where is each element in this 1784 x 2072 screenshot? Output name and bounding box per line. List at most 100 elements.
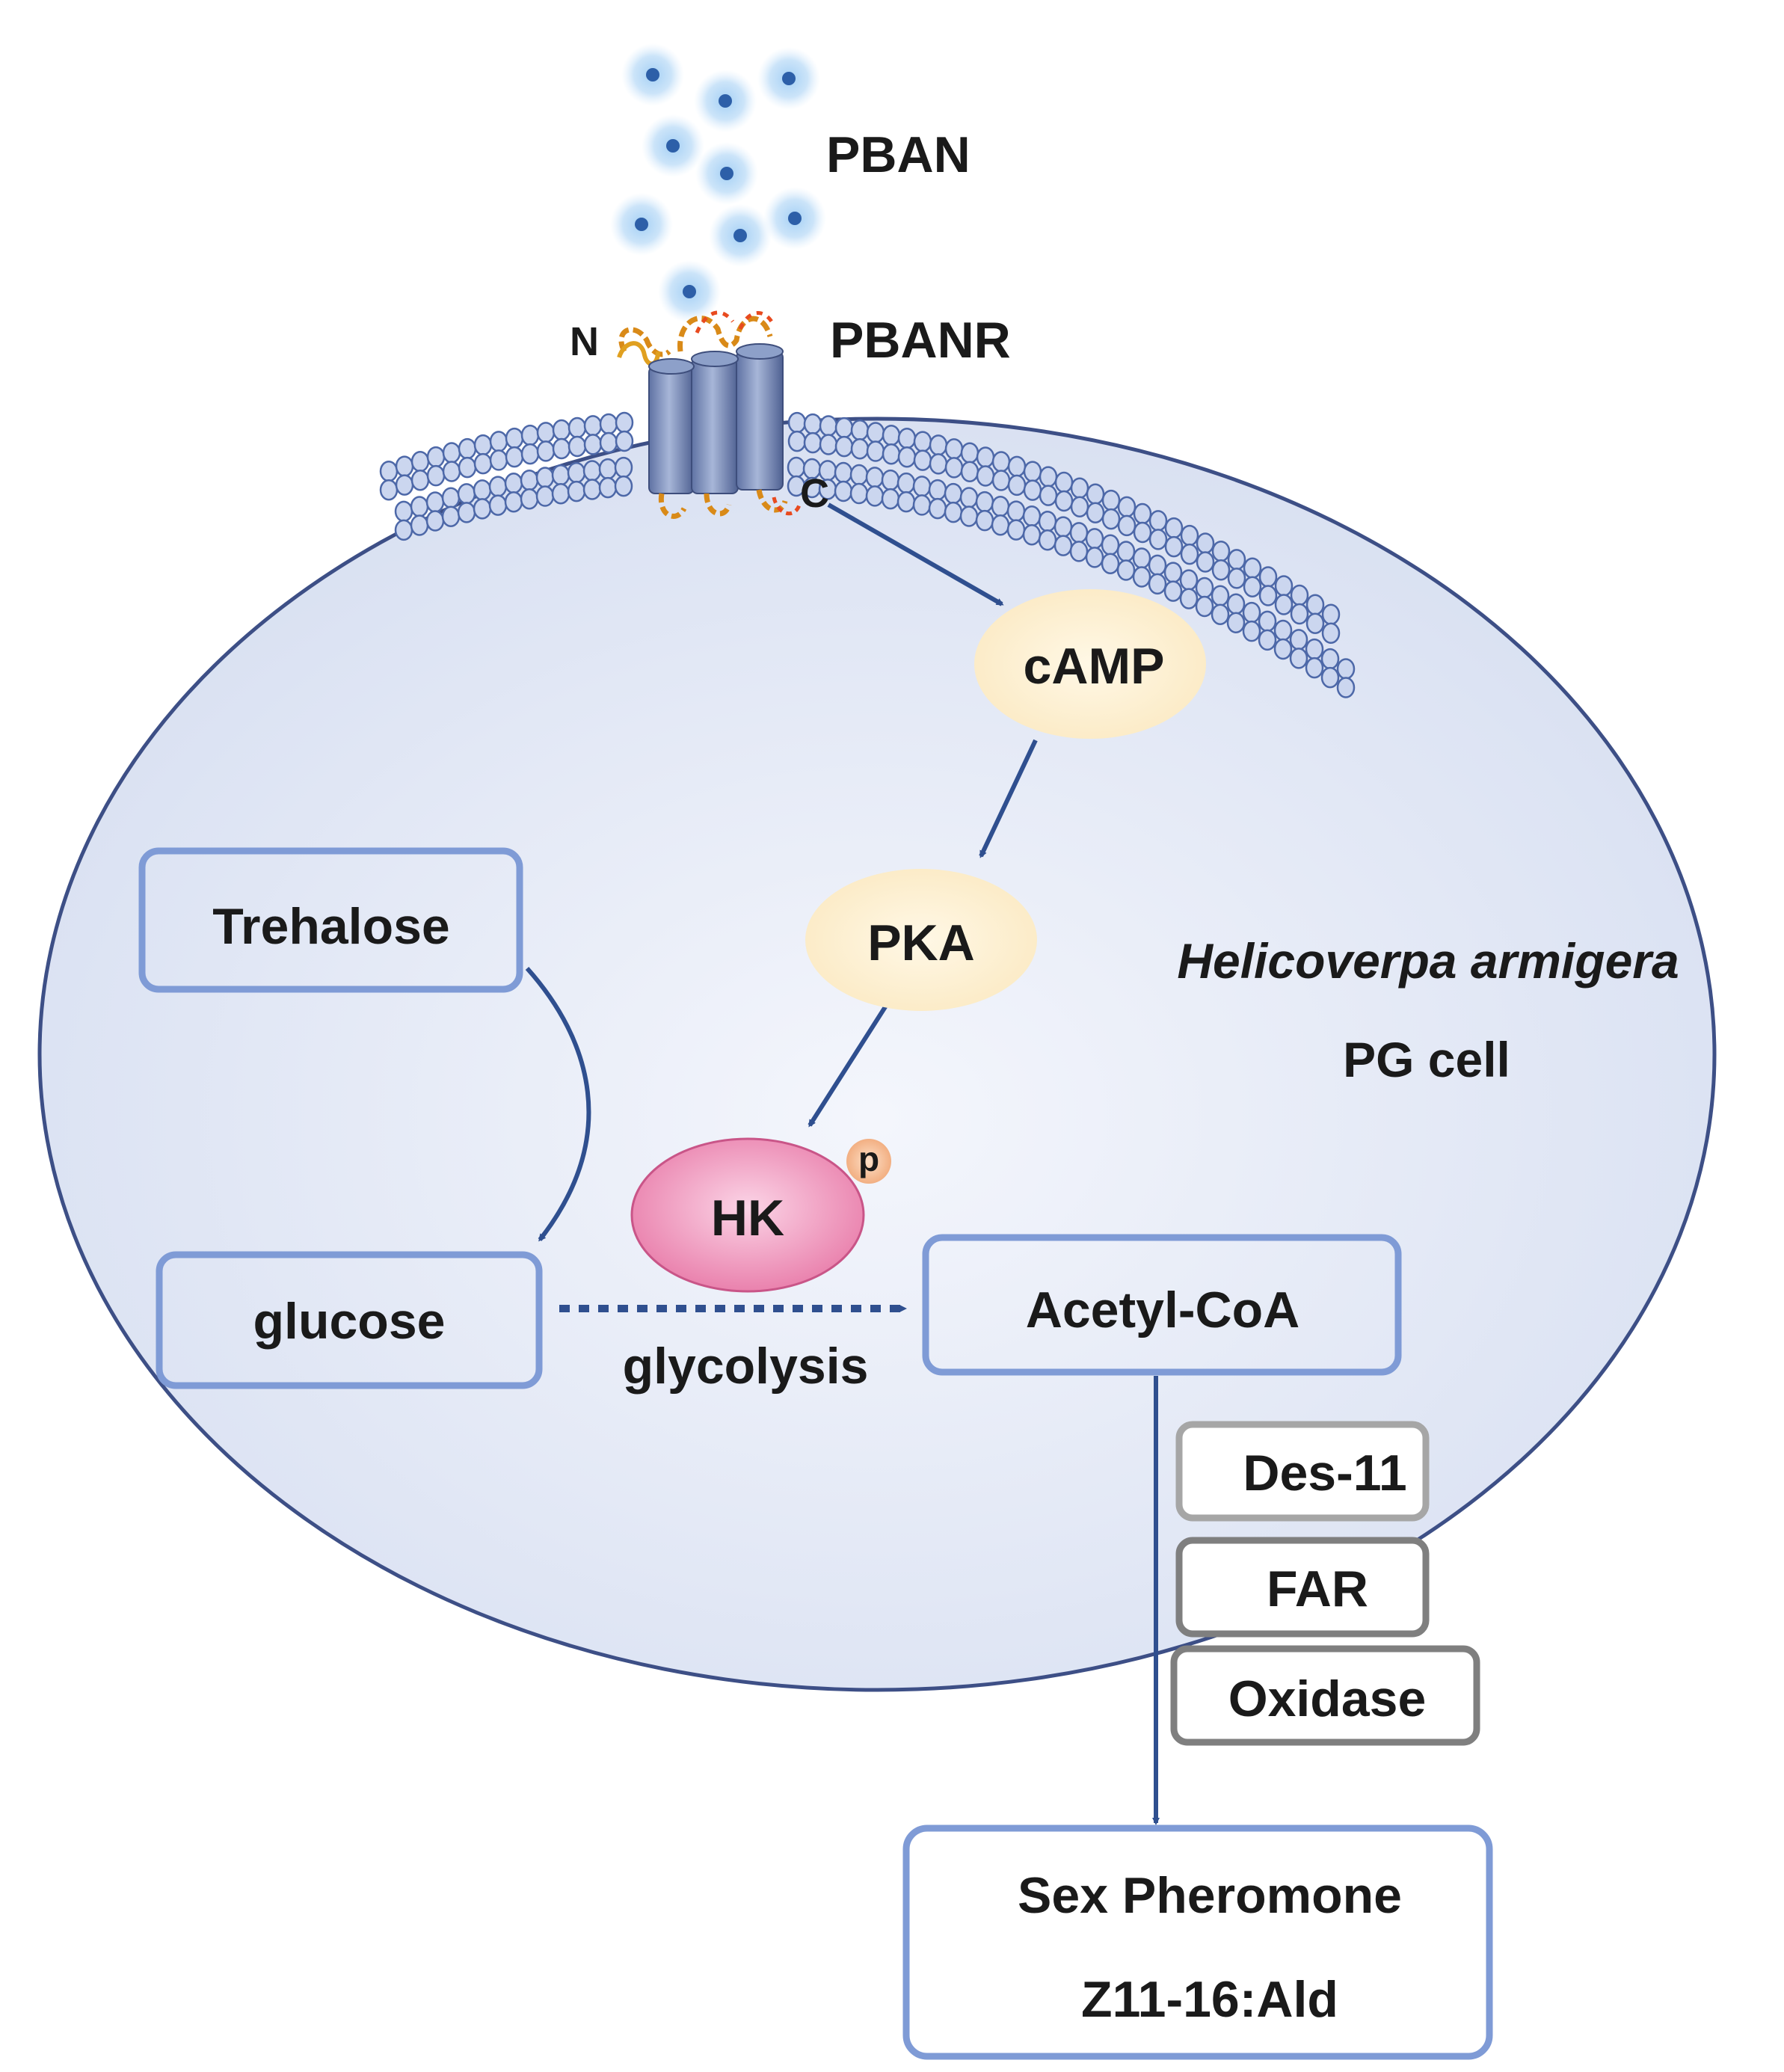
membrane-lipid-head (1242, 601, 1261, 624)
membrane-lipid-head (614, 456, 633, 479)
membrane-lipid-head (1226, 593, 1246, 615)
species-label: Helicoverpa armigera (1177, 933, 1679, 989)
membrane-lipid-head (1336, 677, 1356, 698)
membrane-lipid-head (520, 488, 539, 510)
membrane-lipid-head (1085, 547, 1104, 568)
membrane-lipid-head (912, 476, 932, 497)
membrane-lipid-head (1258, 566, 1278, 588)
transmembrane-helix-1 (648, 366, 695, 494)
membrane-lipid-head (410, 496, 429, 517)
receptor-intracellular-loops (658, 489, 788, 519)
membrane-lipid-head (1117, 514, 1136, 537)
enzyme-far-frame (1175, 1537, 1430, 1638)
membrane-lipid-head (1054, 516, 1073, 538)
membrane-lipid-head (1289, 648, 1308, 669)
membrane-lipid-head (1116, 541, 1136, 562)
membrane-lipid-head (457, 483, 476, 505)
sex-pheromone-box: Sex Pheromone Z11-16:Ald (902, 1824, 1493, 2060)
acetyl-coa-label: Acetyl-CoA (1026, 1282, 1300, 1338)
membrane-lipid-head (457, 502, 476, 523)
membrane-lipid-head (1274, 594, 1294, 615)
membrane-lipid-head (1148, 529, 1168, 550)
membrane-lipid-head (614, 475, 633, 497)
membrane-lipid-head (787, 430, 807, 452)
membrane-lipid-head (944, 482, 963, 505)
membrane-lipid-head (395, 474, 414, 496)
arrow-pka-to-hk (808, 1004, 888, 1128)
transmembrane-helix-3 (736, 351, 784, 491)
pban-ligand-core (719, 94, 732, 108)
camp-label: cAMP (1024, 638, 1165, 695)
membrane-lipid-head (1211, 541, 1231, 562)
membrane-lipid-head (458, 437, 477, 460)
membrane-lipid-head (1022, 505, 1042, 527)
membrane-lipid-head (1070, 477, 1089, 499)
membrane-lipid-head (866, 422, 885, 443)
membrane-lipid-head (1038, 511, 1057, 532)
enzyme-des11-frame (1175, 1421, 1430, 1522)
membrane-lipid-head (929, 434, 948, 456)
membrane-lipid-head (1211, 585, 1230, 606)
pban-ligand-core (782, 72, 796, 85)
phospho-label: p (858, 1140, 879, 1178)
receptor-n-terminus-tail (617, 341, 660, 366)
membrane-lipid-head (1038, 529, 1057, 551)
membrane-lipid-head (582, 479, 602, 500)
membrane-lipid-head (1023, 479, 1042, 501)
membrane-lipid-head (1243, 557, 1262, 579)
pheromone-compound-label: Z11-16:Ald (1081, 1971, 1338, 2028)
membrane-lipid-head (473, 434, 493, 456)
membrane-lipid-head (1305, 657, 1324, 679)
membrane-lipid-head (473, 479, 492, 501)
membrane-lipid-head (1226, 612, 1246, 634)
membrane-lipid-head (928, 479, 947, 501)
membrane-lipid-head (615, 430, 634, 452)
membrane-lipid-head (991, 451, 1011, 473)
pka-label: PKA (867, 914, 975, 971)
transmembrane-helix-2 (691, 358, 739, 494)
pban-ligand-core (720, 167, 733, 180)
trehalose-box: Trehalose (138, 847, 523, 993)
membrane-lipid-head (913, 449, 932, 471)
membrane-lipid-head (1006, 519, 1026, 541)
membrane-lipid-head (944, 457, 964, 479)
membrane-lipid-head (819, 415, 838, 437)
membrane-lipid-head (959, 487, 979, 508)
membrane-lipid-head (976, 465, 995, 487)
membrane-lipid-head (1007, 474, 1027, 497)
camp-ellipse (974, 589, 1206, 739)
membrane-lipid-head (976, 446, 995, 468)
membrane-lipid-head (1195, 595, 1214, 618)
membrane-lipid-head (897, 446, 917, 468)
membrane-lipid-head (929, 453, 948, 475)
membrane-lipid-head (1101, 534, 1120, 556)
glucose-box: glucose (156, 1251, 543, 1389)
membrane-lipid-head (552, 419, 571, 441)
pka-node: PKA (805, 869, 1037, 1011)
pban-ligand-core (646, 68, 659, 82)
membrane-lipid-head (489, 449, 508, 471)
membrane-lipid-head (379, 479, 399, 501)
membrane-lipid-head (1195, 577, 1214, 599)
membrane-lipid-head (441, 505, 461, 528)
membrane-lipid-head (1258, 610, 1277, 633)
membrane-lipid-head (1180, 524, 1199, 547)
membrane-lipid-head (1289, 629, 1308, 651)
membrane-lipid-head (1163, 562, 1183, 583)
membrane-lipid-head (536, 440, 556, 462)
membrane-lipid-head (834, 435, 854, 458)
membrane-lipid-head (1101, 553, 1120, 575)
membrane-lipid-head (1007, 455, 1027, 478)
membrane-lipid-head (1180, 543, 1199, 565)
membrane-lipid-head (850, 437, 870, 460)
membrane-lipid-head (1086, 502, 1105, 524)
membrane-lipid-head (1132, 547, 1151, 569)
membrane-lipid-head (535, 467, 555, 488)
membrane-lipid-head (442, 461, 461, 482)
membrane-lipid-head (1321, 622, 1341, 645)
glucose-label: glucose (253, 1293, 446, 1350)
membrane-lipid-head (426, 446, 446, 468)
membrane-lipid-head (881, 469, 900, 491)
membrane-lipid-head (1086, 483, 1105, 505)
membrane-lipid-head (849, 464, 869, 486)
